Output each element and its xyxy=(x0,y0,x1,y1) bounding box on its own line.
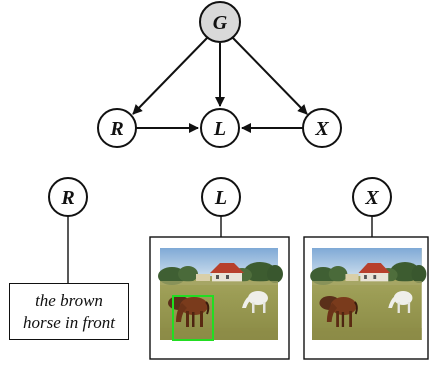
node-X: X xyxy=(302,108,342,148)
modality-X: X xyxy=(352,177,392,217)
edge-G-R xyxy=(132,36,209,115)
modality-L: L xyxy=(201,177,241,217)
referring-expression-line-1: the brown xyxy=(35,290,103,310)
image-with-box xyxy=(149,236,290,360)
node-R-label: R xyxy=(109,118,123,140)
modality-R: R xyxy=(48,177,88,217)
node-G: G xyxy=(199,1,241,43)
edge-G-X xyxy=(231,36,308,115)
referring-expression-box: the brown horse in front xyxy=(9,283,129,340)
modality-L-label: L xyxy=(214,187,227,209)
modality-X-label: X xyxy=(364,187,379,209)
image-plain xyxy=(303,236,429,360)
node-G-label: G xyxy=(213,12,228,34)
referring-expression-line-2: horse in front xyxy=(23,312,115,332)
modality-R-label: R xyxy=(60,187,74,209)
node-L-label: L xyxy=(213,118,226,140)
bounding-box xyxy=(172,295,214,341)
node-X-label: X xyxy=(314,118,329,140)
node-R: R xyxy=(97,108,137,148)
node-L: L xyxy=(200,108,240,148)
